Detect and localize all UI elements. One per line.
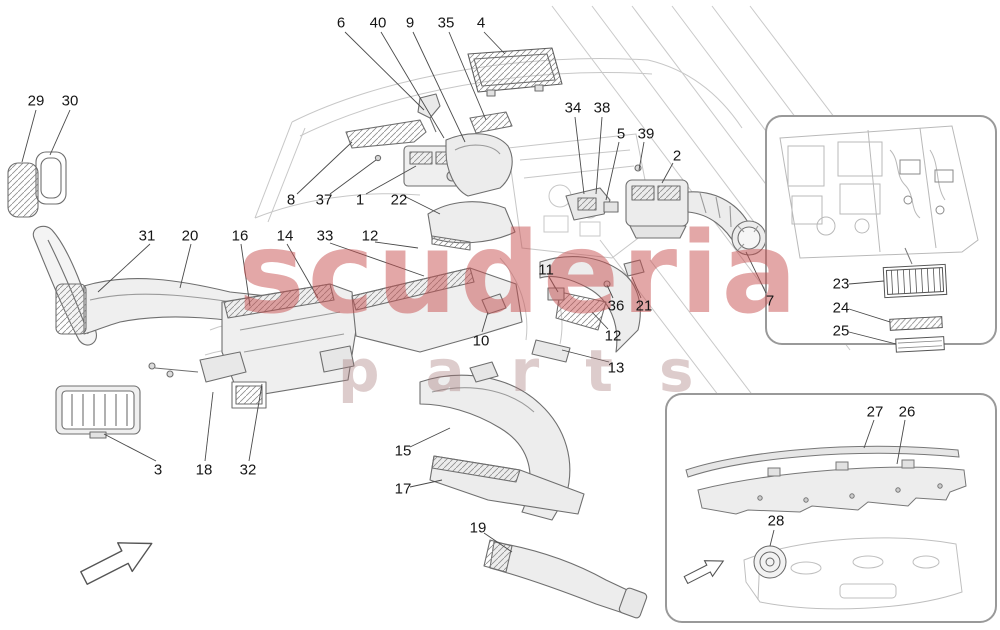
leader-lines [21, 31, 906, 553]
leader-line-30 [49, 109, 71, 156]
leader-line-27 [863, 419, 875, 449]
leader-line-36 [606, 284, 614, 299]
leader-line-24 [848, 308, 891, 323]
leader-line-12 [591, 311, 609, 330]
leader-line-15 [409, 427, 451, 448]
inset-box-filter [765, 115, 997, 353]
right-vent-assembly-2-7 [625, 179, 767, 256]
filter-cover-25 [895, 336, 945, 353]
leader-line-18 [204, 391, 214, 462]
leader-line-38 [595, 116, 603, 195]
part-drawings [7, 47, 767, 619]
leader-line-26 [896, 419, 906, 465]
leader-line-28 [769, 529, 775, 547]
leader-line-9 [412, 31, 466, 143]
leader-line-17 [409, 479, 443, 488]
dashboard-frame-26 [697, 459, 967, 515]
leader-line-37 [329, 159, 377, 195]
leader-line-4 [483, 31, 506, 55]
side-vent-grille-29-30 [7, 151, 67, 218]
leader-line-32 [248, 383, 263, 462]
central-diffusion-duct-assembly [148, 267, 523, 409]
leader-line-40 [380, 31, 445, 139]
leader-line-19 [483, 532, 513, 553]
leader-line-25 [848, 331, 897, 345]
leader-line-33 [329, 242, 425, 277]
leader-line-6 [344, 31, 425, 111]
dashboard-trim-27 [685, 445, 960, 478]
upper-center-vent-assembly [345, 93, 516, 251]
leader-line-11 [548, 276, 559, 293]
dashboard-vent-grille-3 [55, 385, 141, 439]
leader-line-35 [448, 31, 487, 121]
leader-line-16 [240, 243, 251, 307]
mid-right-duct-11-12-13 [481, 256, 645, 363]
leader-line-8 [296, 141, 353, 195]
leader-line-34 [574, 116, 585, 195]
leader-line-13 [561, 349, 610, 363]
lower-flat-duct-17 [429, 455, 585, 515]
leader-line-10 [481, 311, 489, 333]
top-grille-4 [467, 47, 563, 97]
leader-line-23 [848, 280, 885, 285]
leader-line-22 [403, 195, 441, 215]
leader-line-2 [661, 162, 674, 184]
rear-duct-19 [483, 539, 648, 619]
leader-line-20 [179, 243, 192, 289]
leader-line-1 [365, 165, 417, 195]
inset-box-dashboard [665, 393, 997, 623]
leader-line-7 [745, 251, 767, 294]
leader-line-39 [638, 141, 645, 171]
leader-line-12 [374, 241, 419, 249]
cabin-filter-23 [882, 263, 948, 299]
inset-direction-arrow [683, 560, 725, 585]
center-brackets-34-38-5-39 [565, 164, 642, 221]
leader-line-5 [605, 141, 620, 201]
speaker-grommet-28 [753, 545, 787, 579]
leader-line-14 [286, 243, 319, 299]
leader-line-3 [103, 433, 157, 462]
direction-arrow [80, 542, 153, 585]
leader-line-31 [97, 243, 151, 293]
leader-line-21 [631, 276, 642, 299]
engine-bay-sketch [779, 125, 979, 265]
leader-line-29 [21, 109, 37, 163]
filter-seal-24 [889, 316, 943, 331]
